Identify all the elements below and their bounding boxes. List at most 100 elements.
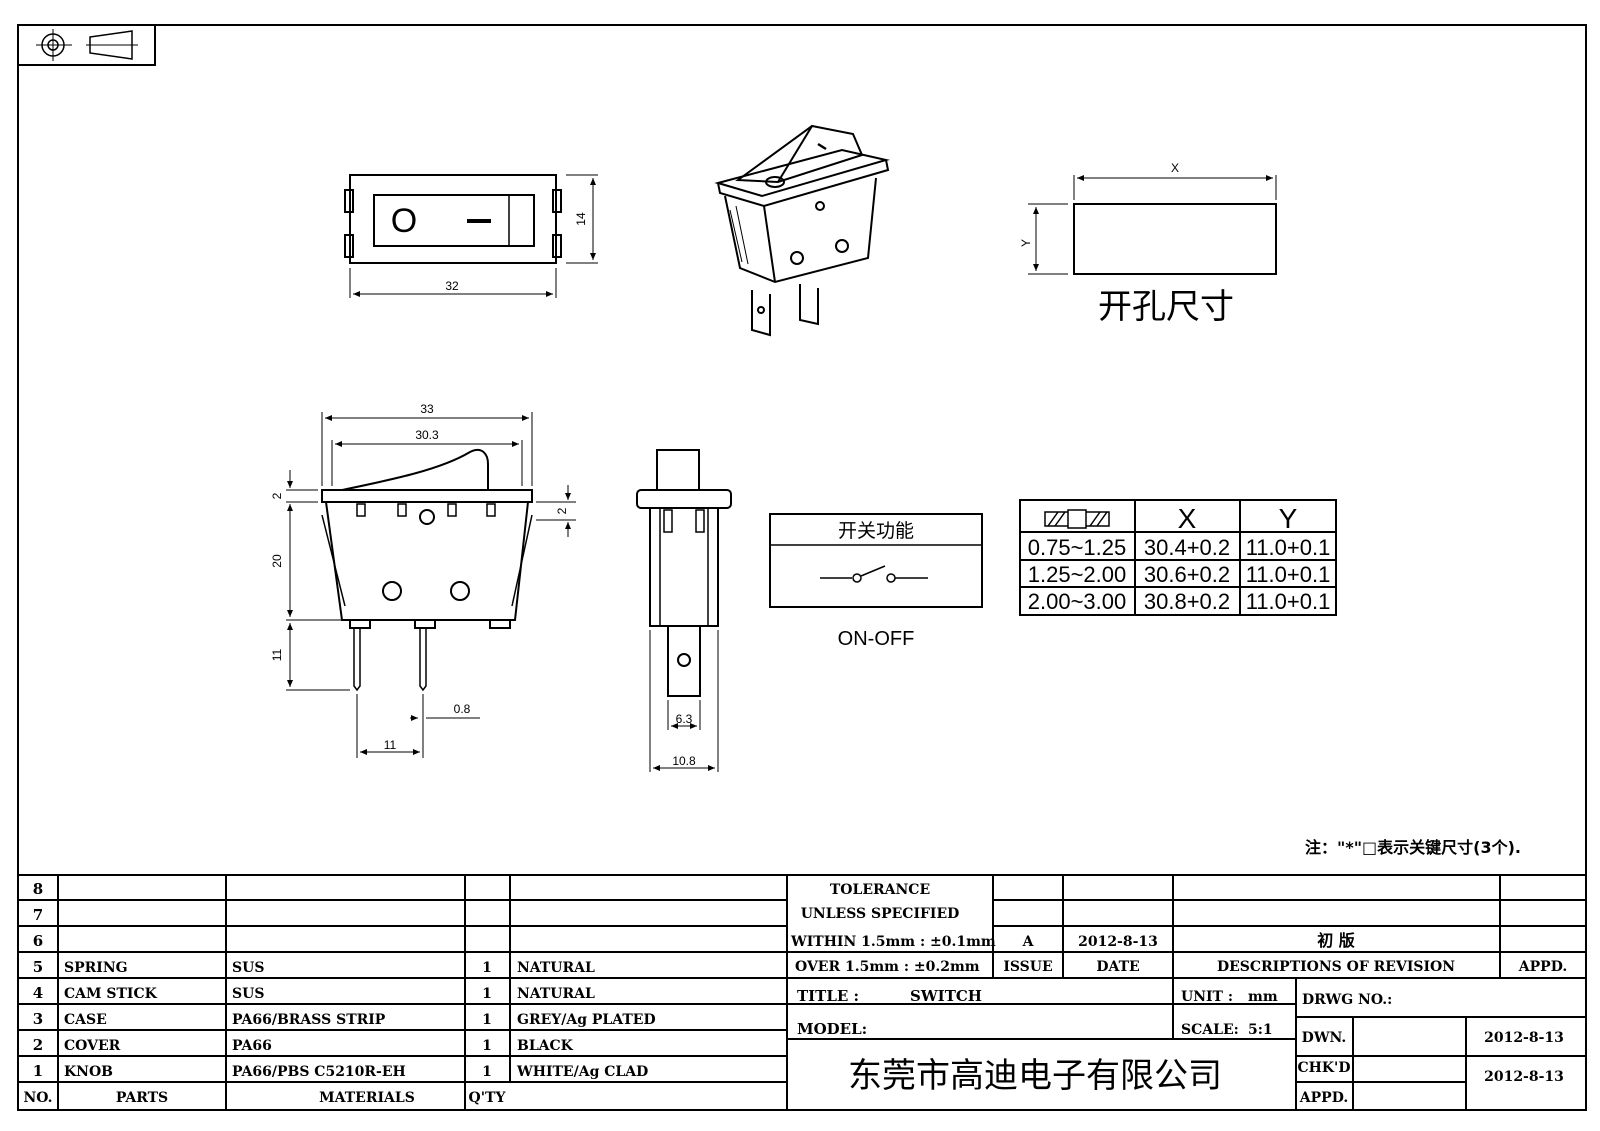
bom-part: KNOB — [64, 1064, 113, 1080]
bom-header-qty: Q'TY — [469, 1090, 507, 1106]
bom-no: 8 — [33, 880, 43, 898]
cutout-view — [1028, 175, 1277, 275]
bom-finish: GREY/Ag PLATED — [517, 1012, 656, 1028]
bom-finish: NATURAL — [517, 960, 595, 976]
bom-header-materials: MATERIALS — [319, 1090, 415, 1106]
bom-qty: 1 — [482, 1064, 492, 1080]
sheet-border — [17, 24, 1587, 1111]
dim-front-inner: 30.3 — [415, 428, 439, 442]
thickness-symbol-icon — [1044, 509, 1110, 529]
dwn-label: DWN. — [1302, 1030, 1347, 1046]
cutout-table — [1019, 499, 1337, 616]
bom-qty: 1 — [482, 1012, 492, 1028]
switch-function-box — [769, 513, 983, 608]
date-label: DATE — [1096, 959, 1139, 975]
function-title: 开关功能 — [838, 520, 914, 542]
bom-qty: 1 — [482, 960, 492, 976]
title-block-grid — [18, 874, 1586, 1110]
drwg-label: DRWG NO.: — [1302, 992, 1392, 1008]
bom-no: 2 — [33, 1036, 43, 1054]
dim-front-thickness: 0.8 — [454, 702, 471, 716]
revision-value: 初 版 — [1317, 931, 1355, 950]
table-header-x: X — [1178, 503, 1197, 534]
bom-table: 8 7 6 5 4 3 2 1 SPRING CAM STICK CASE CO… — [23, 880, 655, 1106]
table-cell: 11.0+0.1 — [1246, 589, 1331, 614]
bom-header-parts: PARTS — [116, 1090, 168, 1106]
dwn-date: 2012-8-13 — [1484, 1030, 1564, 1046]
table-cell: 2.00~3.00 — [1028, 589, 1126, 614]
bom-no: 4 — [33, 984, 43, 1002]
cutout-y-label: Y — [1019, 239, 1033, 247]
date-value: 2012-8-13 — [1078, 934, 1158, 950]
dim-front-right-top: 2 — [555, 507, 569, 514]
dim-top-height: 14 — [574, 212, 588, 226]
bom-header-no: NO. — [23, 1090, 52, 1106]
bom-finish: BLACK — [517, 1038, 574, 1054]
title-value: SWITCH — [910, 987, 982, 1005]
appd2-label: APPD. — [1299, 1090, 1348, 1106]
bom-finish: WHITE/Ag CLAD — [516, 1064, 648, 1080]
bom-no: 1 — [33, 1062, 43, 1080]
table-cell: 30.4+0.2 — [1144, 535, 1230, 560]
chkd-label: CHK'D — [1298, 1060, 1351, 1076]
table-cell: 11.0+0.1 — [1246, 535, 1331, 560]
drawing-note: 注："*"□表示关键尺寸(3个). — [1305, 838, 1521, 857]
issue-label: ISSUE — [1003, 959, 1052, 975]
bom-material: SUS — [232, 960, 264, 976]
side-view — [636, 449, 732, 772]
projection-symbol-icon — [17, 24, 156, 66]
chkd-date: 2012-8-13 — [1484, 1069, 1564, 1085]
title-block: TOLERANCE UNLESS SPECIFIED WITHIN 1.5mm … — [790, 882, 1567, 1106]
tolerance-line: TOLERANCE — [830, 882, 930, 898]
dim-side-tab: 6.3 — [676, 712, 693, 726]
table-cell: 1.25~2.00 — [1028, 562, 1126, 587]
table-header-y: Y — [1279, 503, 1298, 534]
cutout-x-label: X — [1171, 161, 1179, 175]
title-label: TITLE : — [797, 987, 859, 1005]
dim-front-top: 2 — [270, 492, 284, 499]
scale-value: 5:1 — [1248, 1022, 1273, 1038]
bom-part: CASE — [64, 1012, 107, 1028]
bom-part: COVER — [64, 1038, 121, 1054]
front-view — [286, 412, 576, 758]
table-cell: 0.75~1.25 — [1028, 535, 1126, 560]
dim-front-overall: 33 — [420, 402, 434, 416]
bom-qty: 1 — [482, 986, 492, 1002]
appd-label: APPD. — [1518, 959, 1567, 975]
unit-label: UNIT : — [1181, 989, 1233, 1005]
cutout-title: 开孔尺寸 — [1098, 287, 1234, 327]
bom-part: CAM STICK — [64, 986, 158, 1002]
bom-material: SUS — [232, 986, 264, 1002]
bom-qty: 1 — [482, 1038, 492, 1054]
dim-front-body: 20 — [270, 554, 284, 568]
top-view — [344, 174, 598, 298]
model-label: MODEL: — [797, 1020, 867, 1038]
table-cell: 30.8+0.2 — [1144, 589, 1230, 614]
bom-no: 3 — [33, 1010, 43, 1028]
function-mode: ON-OFF — [838, 628, 915, 650]
table-cell: 30.6+0.2 — [1144, 562, 1230, 587]
revision-desc-label: DESCRIPTIONS OF REVISION — [1217, 959, 1455, 975]
dim-front-terminal: 11 — [270, 648, 284, 661]
tolerance-line: WITHIN 1.5mm : ±0.1mm — [790, 934, 996, 950]
bom-material: PA66 — [232, 1038, 272, 1054]
bom-no: 5 — [33, 958, 43, 976]
scale-label: SCALE: — [1181, 1022, 1239, 1038]
bom-material: PA66/PBS C5210R-EH — [232, 1064, 406, 1080]
bom-material: PA66/BRASS STRIP — [232, 1012, 386, 1028]
table-cell: 11.0+0.1 — [1246, 562, 1331, 587]
company-name: 东莞市高迪电子有限公司 — [848, 1056, 1222, 1096]
tolerance-line: OVER 1.5mm : ±0.2mm — [795, 959, 980, 975]
bom-no: 7 — [33, 906, 43, 924]
issue-value: A — [1022, 934, 1035, 950]
bom-finish: NATURAL — [517, 986, 595, 1002]
dim-front-pitch: 11 — [384, 738, 397, 752]
dim-top-width: 32 — [445, 279, 459, 293]
off-symbol: O — [391, 202, 417, 240]
bom-part: SPRING — [64, 960, 128, 976]
isometric-view — [714, 124, 890, 337]
bom-no: 6 — [33, 932, 43, 950]
dim-side-overall: 10.8 — [672, 754, 696, 768]
unit-value: mm — [1248, 989, 1278, 1005]
